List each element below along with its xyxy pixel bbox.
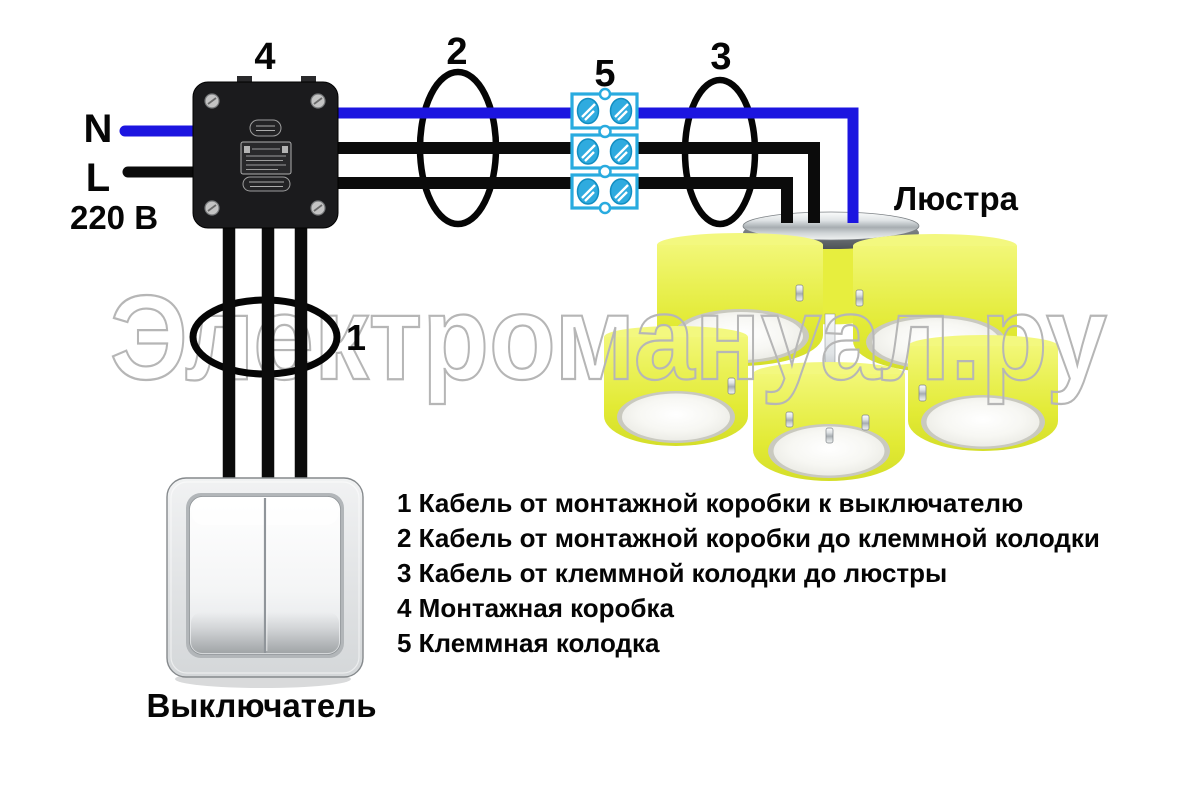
legend-item-5: 5 Клеммная колодка (397, 628, 660, 658)
watermark-text: Электромануал.ру (110, 271, 1107, 405)
label-phase: L (85, 156, 111, 200)
callout-1: 1 (345, 317, 367, 358)
label-voltage: 220 В (69, 199, 159, 236)
box-label-sticker-bottom (242, 176, 291, 192)
chrome-clip (861, 414, 870, 431)
chrome-clip (918, 384, 927, 402)
chrome-clip (855, 289, 864, 307)
cable-to-switch (222, 218, 308, 492)
terminal-block (570, 87, 639, 215)
callout-2: 2 (446, 31, 468, 73)
chrome-clip (785, 411, 794, 428)
label-neutral: N (83, 107, 113, 151)
callout-5: 5 (594, 53, 616, 95)
callout-4: 4 (254, 36, 276, 78)
legend-item-3: 3 Кабель от клеммной колодки до люстры (397, 558, 948, 588)
wire-phase-b-to-chandelier (330, 177, 793, 223)
wire-neutral-to-chandelier (330, 107, 859, 223)
shade-left (604, 326, 748, 446)
box-label-sticker-top (249, 119, 282, 137)
legend: 1 Кабель от монтажной коробки к выключат… (397, 486, 1100, 661)
callout-3: 3 (710, 36, 732, 78)
wire-phase-a-to-chandelier (330, 142, 820, 223)
label-switch: Выключатель (146, 687, 377, 724)
screw-slots (581, 103, 629, 202)
chandelier-image (604, 211, 1058, 481)
shade-right (908, 335, 1058, 451)
legend-item-2: 2 Кабель от монтажной коробки до клеммно… (397, 523, 1100, 553)
legend-item-1: 1 Кабель от монтажной коробки к выключат… (397, 488, 1024, 518)
chrome-clip (727, 377, 736, 395)
legend-item-4: 4 Монтажная коробка (397, 593, 674, 623)
switch-image (166, 477, 364, 688)
junction-box (192, 76, 339, 229)
shade-bottom-center (753, 362, 905, 481)
label-chandelier: Люстра (894, 180, 1018, 217)
chrome-clip (795, 284, 804, 302)
box-label-sticker-main (240, 141, 292, 175)
